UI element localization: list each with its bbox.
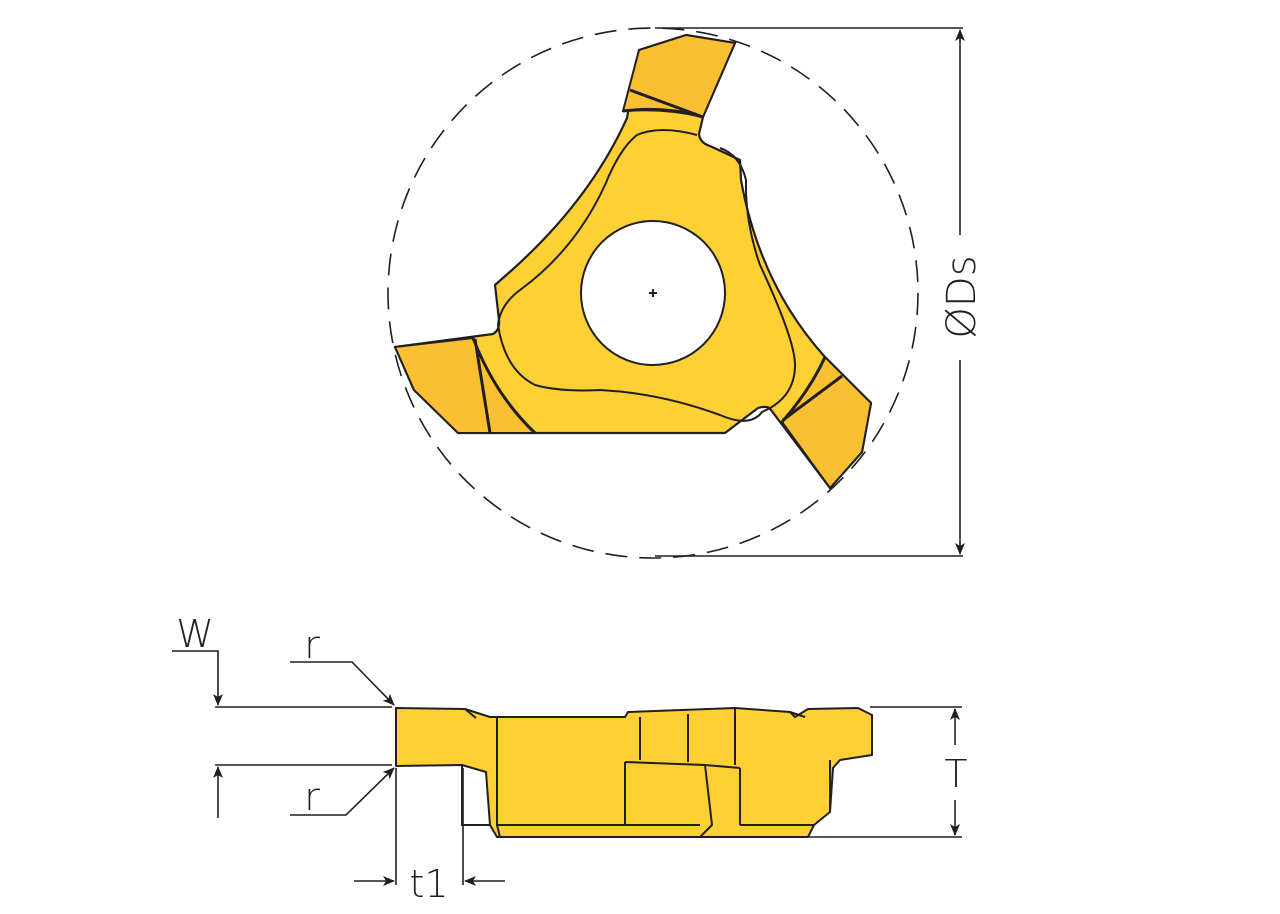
center-mark xyxy=(649,289,657,297)
radius-top-label: r xyxy=(304,623,320,667)
top-view xyxy=(387,27,919,559)
inner-contour xyxy=(496,129,797,422)
swing-diameter-circle xyxy=(387,27,919,559)
diameter-dimension: ØDs xyxy=(655,27,985,557)
side-dimensions: W r r t1 T xyxy=(172,612,968,906)
width-label: W xyxy=(176,612,214,656)
thickness-label: T xyxy=(944,752,967,796)
radius-bottom-label: r xyxy=(304,775,320,819)
tooth-top xyxy=(621,33,737,119)
diameter-label: ØDs xyxy=(939,255,985,338)
side-body xyxy=(395,707,873,838)
side-view xyxy=(395,707,873,838)
depth-label: t1 xyxy=(409,862,448,906)
